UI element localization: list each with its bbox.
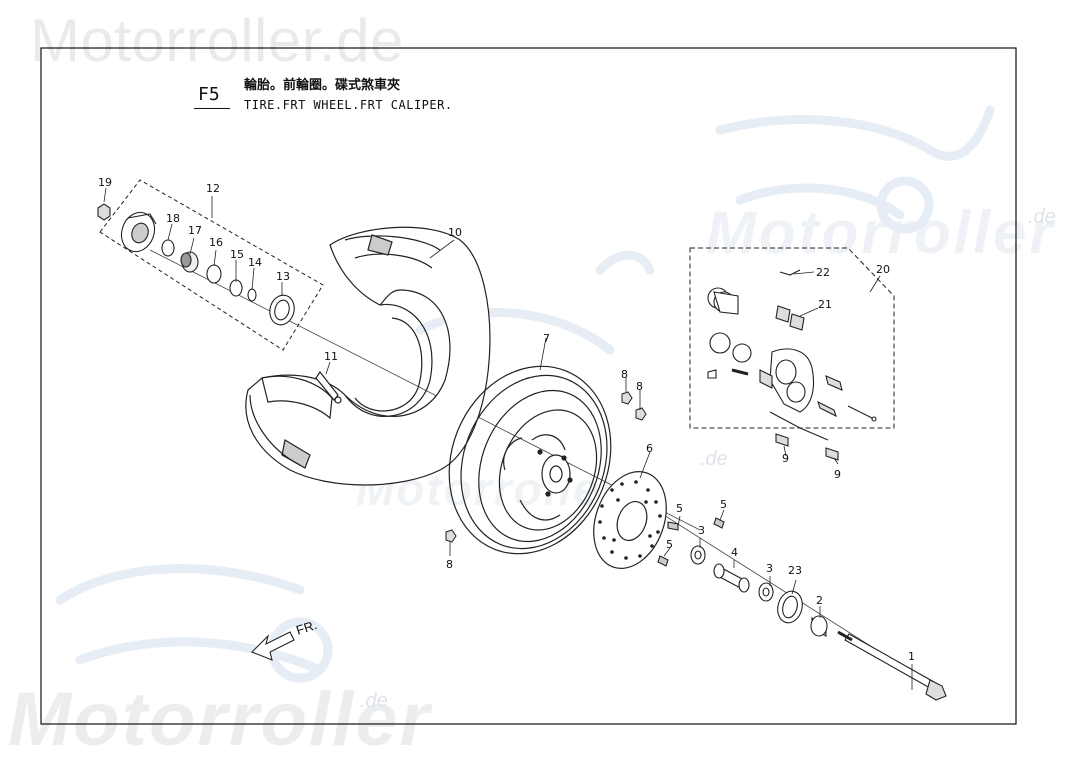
callout-7: 7 [543,332,550,345]
callout-16: 16 [209,236,223,249]
tire-valve [315,370,342,404]
leader-lines [103,187,913,690]
diagram-code: F5 [198,84,220,105]
diagram-title-english: TIRE.FRT WHEEL.FRT CALIPER. [244,98,453,112]
callout-9a: 9 [782,452,789,465]
callout-12: 12 [206,182,220,195]
front-rim [448,365,612,555]
callout-5b: 5 [720,498,727,511]
rim-nuts [445,391,647,543]
callout-5c: 5 [666,538,673,551]
bearing-kit-group-box [99,179,324,351]
caliper-assembly [707,269,877,461]
bearing-kit-parts [97,203,295,326]
callout-13: 13 [276,270,290,283]
callout-18: 18 [166,212,180,225]
axle-parts [657,517,947,701]
callout-4: 4 [731,546,738,559]
callout-8b: 8 [636,380,643,393]
watermark-bottom-tld: .de [360,690,388,712]
callout-8a: 8 [621,368,628,381]
callout-numbers: 1 2 3 3 4 5 5 5 6 7 8 8 8 9 9 10 11 12 1… [98,176,915,663]
callout-5a: 5 [676,502,683,515]
brake-disc [593,470,667,570]
callout-10: 10 [448,226,462,239]
watermark-right-tld: .de [1028,206,1056,228]
diagram-code-underline [194,108,230,109]
callout-8c: 8 [446,558,453,571]
callout-15: 15 [230,248,244,261]
callout-9b: 9 [834,468,841,481]
hub-centerline [149,249,701,531]
callout-11: 11 [324,350,338,363]
callout-14: 14 [248,256,262,269]
tire-cutaway [245,226,491,486]
callout-22: 22 [816,266,830,279]
callout-6: 6 [646,442,653,455]
callout-17: 17 [188,224,202,237]
watermark-middle-tld: .de [700,448,728,470]
diagram-frame [40,47,1017,725]
callout-2: 2 [816,594,823,607]
callout-23: 23 [788,564,802,577]
callout-1: 1 [908,650,915,663]
callout-21: 21 [818,298,832,311]
callout-19: 19 [98,176,112,189]
caliper-kit-group-box [689,247,895,429]
callout-3a: 3 [698,524,705,537]
front-direction-arrow-icon [251,631,295,661]
diagram-title-chinese: 輪胎。前輪圈。碟式煞車夾 [244,78,401,93]
callout-20: 20 [876,263,890,276]
callout-3b: 3 [766,562,773,575]
scooter-watermark-logos [55,105,995,683]
